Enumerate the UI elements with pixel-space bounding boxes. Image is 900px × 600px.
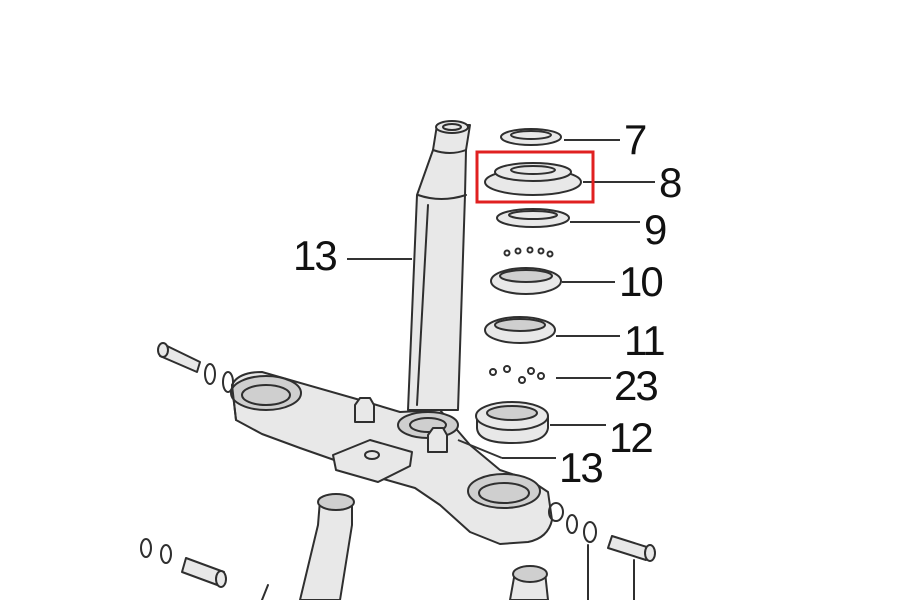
callout-9: 9	[644, 206, 666, 253]
highlight-box	[475, 150, 595, 204]
part-12-lower-race	[475, 401, 549, 444]
callout-13-stem: 13	[293, 232, 336, 279]
callout-7: 7	[624, 116, 646, 163]
part-11-bearing-cone	[484, 316, 556, 344]
fork-tube-right	[509, 565, 549, 600]
part-9-washer	[496, 208, 570, 228]
part-7-locknut	[500, 128, 562, 146]
bearing-balls-upper	[503, 246, 554, 258]
callout-13-clamp: 13	[559, 444, 602, 491]
callout-11: 11	[624, 317, 664, 364]
callout-12: 12	[609, 414, 652, 461]
lower-bolt	[140, 538, 227, 588]
callout-10: 10	[619, 258, 662, 305]
part-10-bearing-race	[490, 267, 562, 295]
right-clamp-bolt	[566, 514, 656, 600]
callout-8: 8	[659, 159, 681, 206]
fork-tube-left	[299, 493, 355, 600]
triple-clamp	[230, 371, 564, 545]
callout-23: 23	[614, 362, 657, 409]
left-clamp-bolt	[157, 342, 234, 393]
part-23-balls	[489, 365, 545, 384]
part-8-dust-cover	[484, 162, 582, 196]
steering-stem	[407, 120, 471, 411]
leader-13b-stem	[457, 439, 503, 459]
